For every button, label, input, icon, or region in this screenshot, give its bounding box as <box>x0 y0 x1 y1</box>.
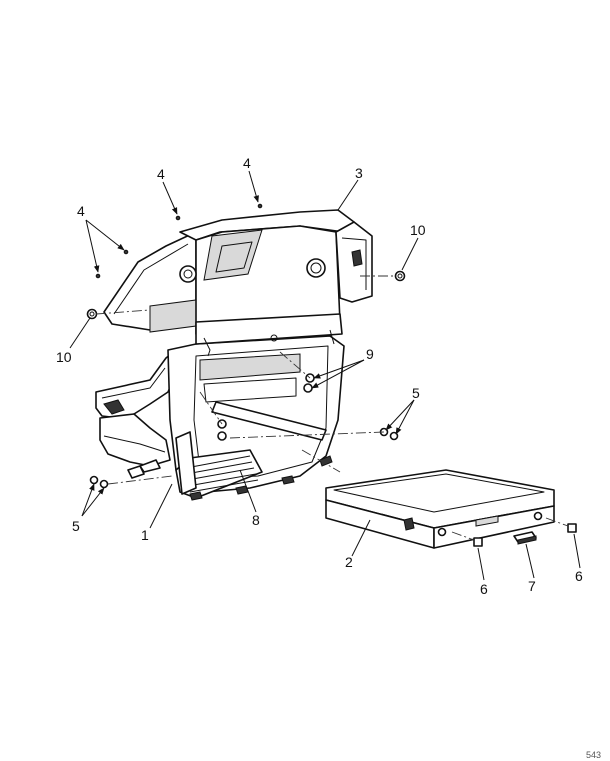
leader-lines <box>69 170 581 581</box>
callout-6-left: 6 <box>480 581 488 597</box>
callout-7: 7 <box>528 578 536 594</box>
callout-labels: 1 2 3 4 4 4 5 5 6 6 7 8 9 10 10 543 <box>56 155 601 760</box>
phantom-alignment-lines <box>95 275 569 541</box>
callout-4-top-right: 4 <box>243 155 251 171</box>
callout-9: 9 <box>366 346 374 362</box>
tray-part-2 <box>325 469 555 549</box>
figure-id: 543 <box>586 750 601 760</box>
callout-8: 8 <box>252 512 260 528</box>
callout-2: 2 <box>345 554 353 570</box>
latch-part-7 <box>513 531 537 545</box>
callout-1: 1 <box>141 527 149 543</box>
lower-housing-part-1 <box>95 335 345 501</box>
callout-3: 3 <box>355 165 363 181</box>
callout-5-right: 5 <box>412 385 420 401</box>
fasteners <box>86 203 577 547</box>
callout-4-left: 4 <box>77 203 85 219</box>
upper-cover-part-3 <box>103 209 373 357</box>
callout-4-top-left: 4 <box>157 166 165 182</box>
callout-10-right: 10 <box>410 222 426 238</box>
callout-5-left: 5 <box>72 518 80 534</box>
callout-6-right: 6 <box>575 568 583 584</box>
callout-10-left: 10 <box>56 349 72 365</box>
